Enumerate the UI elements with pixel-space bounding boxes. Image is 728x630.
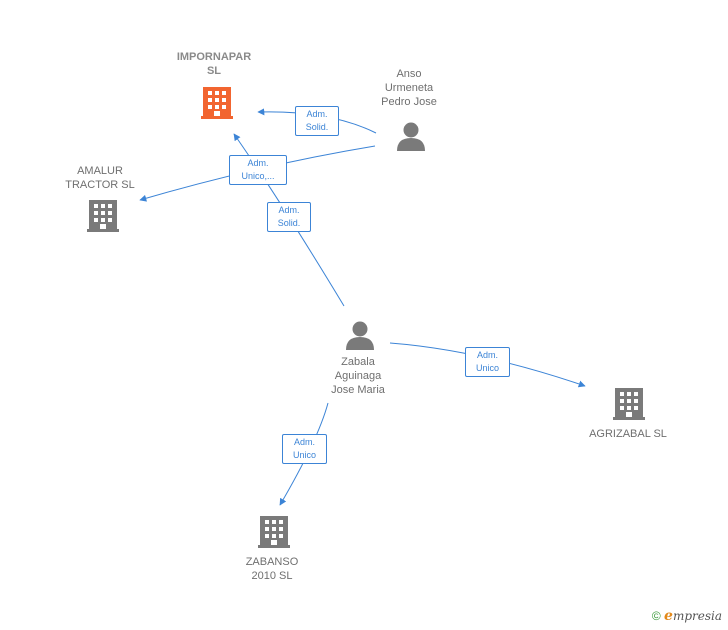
footer-brand[interactable]: © empresia <box>652 608 722 624</box>
person-icon <box>397 122 425 151</box>
building-icon <box>613 388 645 420</box>
company-node-impornapar[interactable]: IMPORNAPAR SL <box>164 50 264 78</box>
company-node-zabanso[interactable]: ZABANSO 2010 SL <box>222 555 322 583</box>
edge-label-anso-amalur[interactable]: Adm. Unico,... <box>229 155 287 185</box>
edge-label-anso-impornapar[interactable]: Adm. Solid. <box>295 106 339 136</box>
company-label: IMPORNAPAR SL <box>176 51 252 77</box>
person-label: Anso Urmeneta Pedro Jose <box>381 68 437 108</box>
person-label: Zabala Aguinaga Jose Maria <box>331 356 385 396</box>
edge-label-zabala-zabanso[interactable]: Adm. Unico <box>282 434 327 464</box>
edge-label-zabala-agrizabal[interactable]: Adm. Unico <box>465 347 510 377</box>
building-icon <box>258 516 290 548</box>
company-node-agrizabal[interactable]: AGRIZABAL SL <box>568 427 688 441</box>
copyright-symbol: © <box>651 609 661 623</box>
company-label: AMALUR TRACTOR SL <box>65 165 135 191</box>
building-icon <box>201 87 233 119</box>
person-icon <box>346 321 374 350</box>
empresia-logo: empresia <box>664 608 722 624</box>
edge-label-zabala-impornapar[interactable]: Adm. Solid. <box>267 202 311 232</box>
company-node-amalur[interactable]: AMALUR TRACTOR SL <box>50 164 150 192</box>
company-label: ZABANSO 2010 SL <box>245 556 299 582</box>
person-node-anso[interactable]: Anso Urmeneta Pedro Jose <box>359 67 459 109</box>
company-label: AGRIZABAL SL <box>589 428 667 440</box>
building-icon <box>87 200 119 232</box>
person-node-zabala[interactable]: Zabala Aguinaga Jose Maria <box>308 355 408 397</box>
